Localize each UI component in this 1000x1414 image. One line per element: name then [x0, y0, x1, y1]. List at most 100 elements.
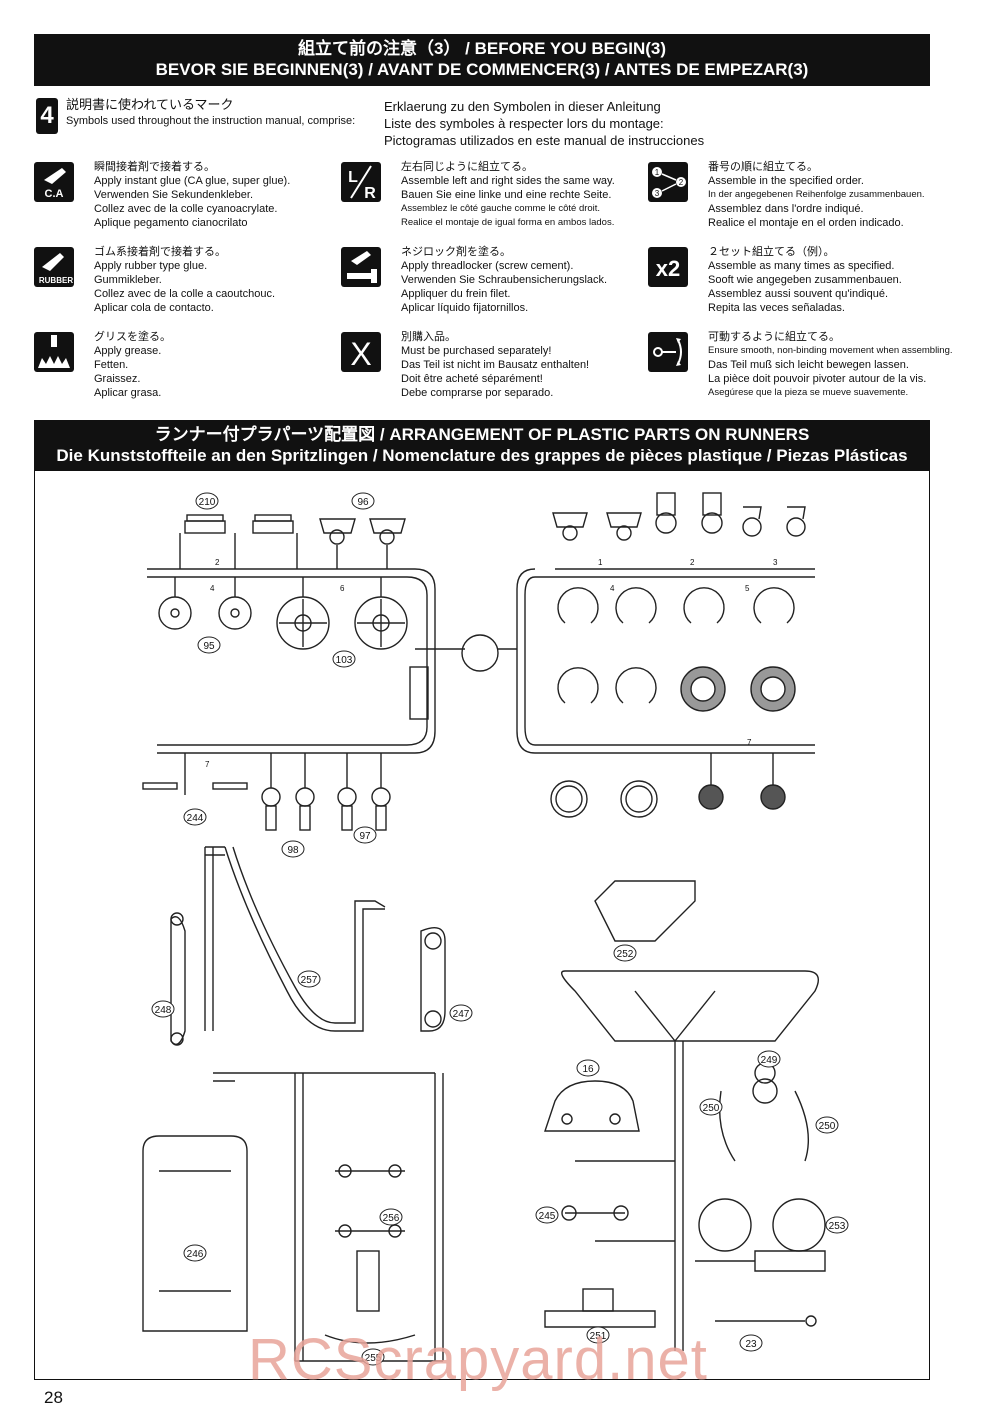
symbol-text-es: Debe comprarse por separado.: [401, 387, 554, 399]
cover-16: [544, 1080, 640, 1132]
step-number: 4: [36, 98, 58, 134]
symbol-text-de: Gummikleber.: [94, 274, 162, 286]
page-number: 28: [44, 1388, 63, 1407]
brace-248: [170, 916, 186, 1045]
runner-tab-6: 6: [340, 584, 345, 593]
mount-251: [544, 1310, 656, 1328]
svg-text:253: 253: [829, 1221, 846, 1232]
symbol-text-fr: Collez avec de la colle a caoutchouc.: [94, 288, 275, 300]
svg-text:251: 251: [590, 1331, 607, 1342]
part-label-23: 23: [739, 1334, 763, 1352]
header-line-1: 組立て前の注意（3） / BEFORE YOU BEGIN(3): [297, 39, 667, 58]
part-label-103: 103: [332, 650, 356, 668]
svg-text:X: X: [350, 336, 371, 372]
arm-250-right: [794, 1090, 810, 1162]
section-header-runner-arrangement: ランナー付プラパーツ配置図 / ARRANGEMENT OF PLASTIC P…: [34, 420, 930, 470]
intro-es: Pictogramas utilizados en este manual de…: [384, 133, 705, 148]
svg-text:248: 248: [155, 1005, 172, 1016]
runner-tab-7b: 7: [747, 738, 752, 747]
grease-icon: [34, 332, 74, 372]
part-label-255: 255: [361, 1348, 385, 1366]
symbol-text-fr: Doit être acheté séparément!: [401, 373, 543, 385]
part-label-250-right: 250: [815, 1116, 839, 1134]
svg-text:250: 250: [819, 1121, 836, 1132]
ca-glue-icon: C.A: [34, 162, 74, 202]
part-label-253: 253: [825, 1216, 849, 1234]
symbol-text-es: Realice el montaje de igual forma en amb…: [401, 217, 615, 228]
symbol-text-en: Apply grease.: [94, 345, 162, 357]
svg-text:L: L: [348, 169, 358, 186]
intro-right: Erklaerung zu den Symbolen in dieser Anl…: [384, 98, 704, 149]
part-label-251: 251: [586, 1326, 610, 1344]
symbol-text-es: Aplicar cola de contacto.: [94, 302, 214, 314]
symbol-text-de: Verwenden Sie Sekundenkleber.: [94, 189, 254, 201]
svg-text:210: 210: [199, 497, 216, 508]
runner-tab-5: 5: [745, 584, 750, 593]
symbol-text-jp: ゴム系接着剤で接着する。: [94, 246, 226, 258]
o-ring-parts: [550, 780, 658, 818]
symbol-text-jp: ２セット組立てる（例）。: [708, 246, 835, 258]
svg-text:256: 256: [383, 1213, 400, 1224]
runner-c-vertical: [204, 847, 214, 1031]
svg-text:98: 98: [287, 845, 299, 856]
symbol-text-en: Apply threadlocker (screw cement).: [401, 260, 574, 272]
svg-text:257: 257: [301, 975, 318, 986]
symbol-text-de: Das Teil muß sich leicht bewegen lassen.: [708, 359, 909, 371]
symbol-text-fr: Graissez.: [94, 373, 141, 385]
svg-text:x2: x2: [656, 256, 680, 281]
part-label-16: 16: [576, 1059, 600, 1077]
symbol-text-en: Apply instant glue (CA glue, super glue)…: [94, 175, 291, 187]
svg-text:C.A: C.A: [45, 188, 64, 200]
small-parts-244: [142, 782, 248, 790]
symbol-text-es: Realice el montaje en el orden indicado.: [708, 217, 904, 229]
part-label-250-left: 250: [699, 1098, 723, 1116]
symbol-text-de: In der angegebenen Reihenfolge zusammenb…: [708, 189, 925, 200]
intro-fr: Liste des symboles à respecter lors du m…: [384, 116, 664, 131]
part-label-256: 256: [379, 1208, 403, 1226]
symbol-text-de: Das Teil ist nicht im Bausatz enthalten!: [401, 359, 590, 371]
symbol-text-es: Aplique pegamento cianocrilato: [94, 217, 248, 229]
runner-center-gate: [461, 634, 499, 672]
ball-ends-98-97: [261, 787, 391, 831]
intro-de: Erklaerung zu den Symbolen in dieser Anl…: [384, 99, 661, 114]
symbol-text-de: Sooft wie angegeben zusammenbauen.: [708, 274, 902, 286]
svg-text:245: 245: [539, 1211, 556, 1222]
symbol-text-jp: 番号の順に組立てる。: [708, 161, 818, 173]
symbol-text-de: Verwenden Sie Schraubensicherungslack.: [401, 274, 608, 286]
svg-text:252: 252: [617, 949, 634, 960]
runner-diagram: 2 1 2 3 4 4 5 6 7 7 210 96 95 103 244 98…: [142, 492, 849, 1366]
runner-b-frame: [516, 568, 815, 754]
symbol-text-fr: Assemblez le côté gauche comme le côté d…: [401, 203, 601, 214]
disc-253-left: [698, 1198, 752, 1252]
link-256: [335, 1170, 405, 1232]
threadlocker-icon: [341, 247, 381, 287]
svg-text:23: 23: [745, 1339, 757, 1350]
runner-tab-3: 3: [773, 558, 778, 567]
symbol-text-es: Aplicar grasa.: [94, 387, 162, 399]
symbol-text-jp: 瞬間接着剤で接着する。: [94, 161, 215, 173]
runner-tab-1: 1: [598, 558, 603, 567]
part-label-95: 95: [197, 636, 221, 654]
intro-left: 説明書に使われているマーク Symbols used throughout th…: [66, 96, 355, 130]
part-255: [324, 1334, 416, 1344]
symbol-text-en: Must be purchased separately!: [401, 345, 552, 357]
repeat-x2-icon: x2: [648, 247, 688, 287]
runner-a-frame: [147, 568, 436, 754]
small-washers: [698, 784, 786, 810]
part-label-248: 248: [151, 1000, 175, 1018]
symbol-text-fr: La pièce doit pouvoir pivoter autour de …: [708, 373, 927, 385]
header-line-2: BEVOR SIE BEGINNEN(3) / AVANT DE COMMENC…: [155, 60, 809, 79]
svg-text:95: 95: [203, 641, 215, 652]
svg-text:97: 97: [359, 831, 371, 842]
header2-line-2: Die Kunststoffteile an den Spritzlingen …: [56, 446, 908, 465]
header2-line-1: ランナー付プラパーツ配置図 / ARRANGEMENT OF PLASTIC P…: [154, 425, 810, 444]
svg-text:16: 16: [582, 1064, 594, 1075]
part-label-96: 96: [351, 492, 375, 510]
section-header-before-you-begin: 組立て前の注意（3） / BEFORE YOU BEGIN(3) BEVOR S…: [34, 34, 930, 86]
symbol-text-fr: Assemblez aussi souvent qu'indiqué.: [708, 288, 889, 300]
disc-253-right: [772, 1198, 826, 1252]
parts-diagram-frame: 2 1 2 3 4 4 5 6 7 7 210 96 95 103 244 98…: [34, 470, 930, 1380]
symbol-text-fr: Collez avec de la colle cyanoacrylate.: [94, 203, 278, 215]
